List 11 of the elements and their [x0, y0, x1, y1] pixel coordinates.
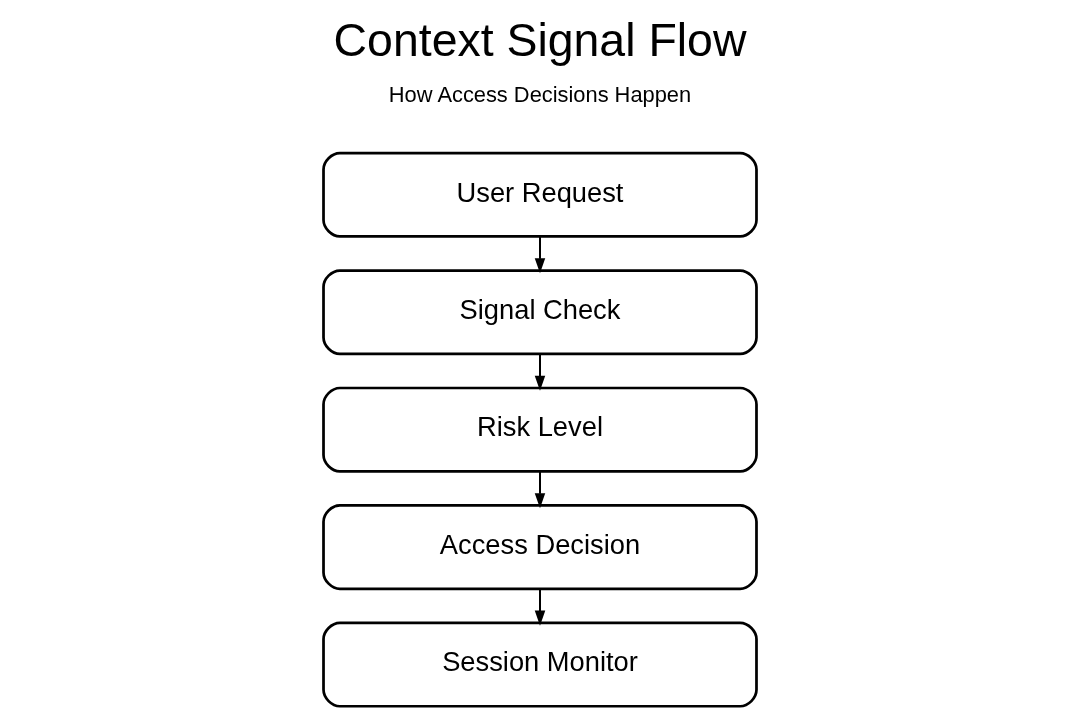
node-box: User Request	[322, 151, 758, 238]
arrow	[534, 589, 546, 626]
arrow	[534, 471, 546, 509]
arrow	[534, 236, 546, 274]
node-box: Risk Level	[322, 386, 758, 473]
label: How Access Decisions Happen	[388, 82, 692, 108]
arrow	[534, 354, 546, 391]
node-box: Access Decision	[322, 504, 758, 591]
diagram-title: Context Signal Flow	[333, 14, 747, 67]
node-box: Signal Check	[322, 269, 758, 356]
node-box: Session Monitor	[322, 621, 758, 708]
